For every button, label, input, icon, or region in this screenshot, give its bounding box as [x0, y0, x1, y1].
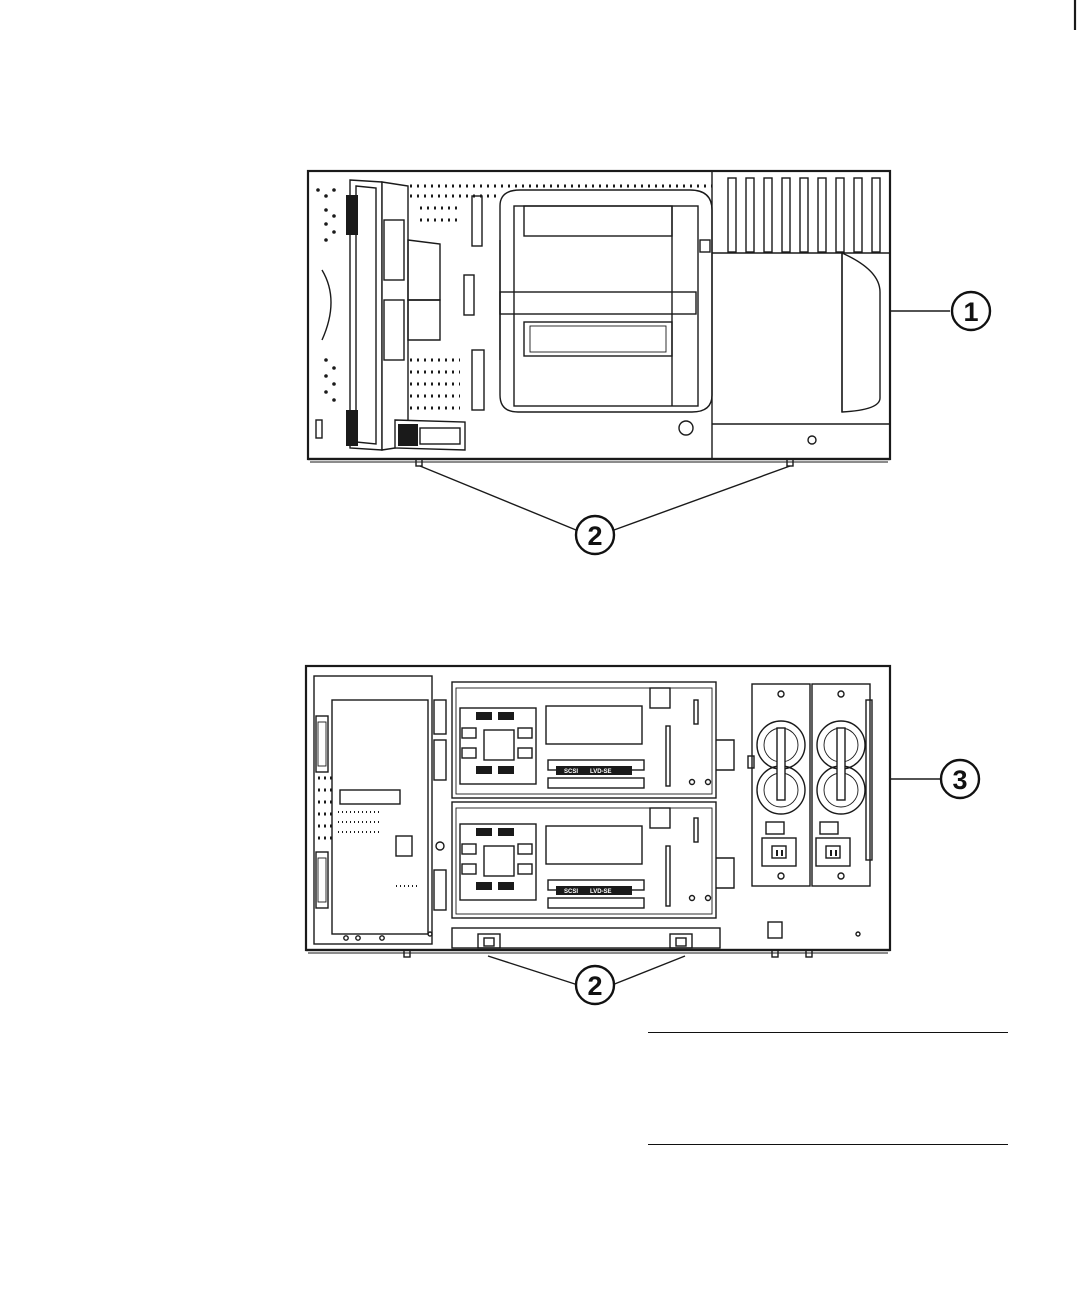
callout-1: 1: [952, 292, 990, 330]
callout-2-bottom: 2: [576, 966, 614, 1004]
callout-3-label: 3: [952, 765, 967, 795]
callout-3: 3: [941, 760, 979, 798]
front-door-assembly: [346, 180, 465, 450]
note-box-bottom-rule: [648, 1144, 1008, 1145]
callout-2-top-leader-left: [420, 466, 576, 530]
callout-2-top-label: 2: [587, 521, 602, 551]
rear-bottom-rail: [428, 922, 860, 948]
rear-power-supply-left: [748, 684, 810, 886]
front-inner-vent: [410, 196, 484, 410]
rear-lower-drive: SCSI LVD-SE: [452, 802, 734, 918]
callout-2-bottom-leader-right: [612, 956, 685, 985]
front-right-module: [679, 172, 890, 458]
callout-2-top: 2: [576, 516, 614, 554]
upper-drive-label-lvd: LVD-SE: [590, 769, 612, 775]
front-view-diagram: [308, 171, 890, 466]
rear-control-module: [314, 676, 446, 944]
front-top-perforation: [410, 186, 712, 196]
front-drive-bay: [500, 190, 712, 412]
lower-drive-label-lvd: LVD-SE: [590, 889, 612, 895]
callout-2-bottom-leader-left: [488, 956, 578, 985]
lower-drive-label-scsi: SCSI: [564, 889, 578, 895]
note-box-top-rule: [648, 1032, 1008, 1033]
callout-2-top-leader-right: [614, 466, 790, 530]
rear-power-supply-right: [812, 684, 872, 886]
upper-drive-label-scsi: SCSI: [564, 769, 578, 775]
rear-upper-drive: SCSI LVD-SE: [452, 682, 734, 798]
rear-view-diagram: SCSI LVD-SE SCSI: [306, 666, 890, 957]
callout-1-label: 1: [963, 297, 978, 327]
front-left-vent: [316, 188, 336, 438]
callout-2-bottom-label: 2: [587, 971, 602, 1001]
